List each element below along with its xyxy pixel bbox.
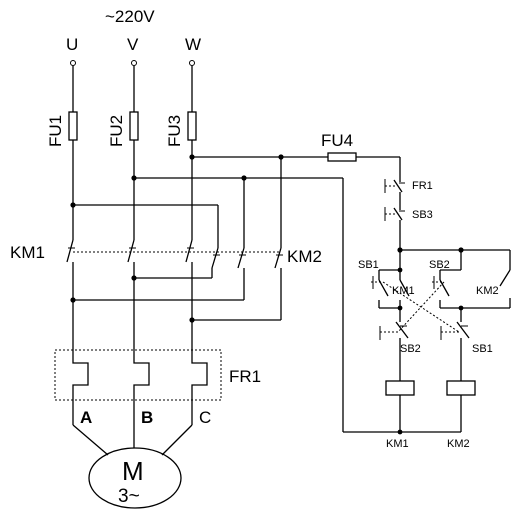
terminal-v (131, 60, 137, 66)
km2-input-wiring (73, 204, 219, 248)
km2-label: KM2 (287, 247, 322, 266)
km1-label: KM1 (10, 243, 45, 262)
control-sb1-top-label: SB1 (358, 259, 379, 271)
overload-fr1-label: FR1 (229, 367, 261, 386)
coil-km2-label: KM2 (447, 438, 470, 450)
fuse-fu3 (187, 111, 197, 141)
control-supply-wire (134, 156, 461, 433)
phase-w-label: W (185, 35, 201, 54)
supply-voltage-label: ~220V (105, 7, 155, 26)
control-km1-branch (378, 250, 410, 381)
control-km1-aux-label: KM1 (392, 285, 415, 297)
junction-v-control (131, 175, 137, 181)
junction-control-km2-v (241, 175, 247, 181)
fuse-fu2 (129, 111, 139, 141)
fuse-fu1 (68, 111, 78, 141)
junction-control-km2 (278, 154, 284, 160)
motor-m (88, 447, 182, 509)
phase-u-label: U (66, 35, 78, 54)
coil-km1 (385, 380, 415, 396)
junction-km1-hold-top (397, 267, 403, 273)
terminal-w (189, 60, 195, 66)
junction-u-top (70, 202, 76, 208)
motor-terminal-b: B (141, 408, 153, 427)
terminal-u (70, 60, 76, 66)
junction-v-swap (131, 275, 137, 281)
junction-w-swap (189, 317, 195, 323)
motor-symbol: M (122, 456, 144, 486)
fuse-fu2-label: FU2 (107, 115, 126, 147)
control-sb2-top-label: SB2 (429, 259, 450, 271)
interlock-cross-2 (397, 281, 445, 333)
junction-coil-return (397, 429, 403, 435)
control-sb3-label: SB3 (412, 209, 433, 221)
coil-km1-label: KM1 (386, 438, 409, 450)
control-km2-branch (439, 250, 511, 381)
control-sb3-stop (384, 206, 405, 250)
fuse-fu3-label: FU3 (165, 115, 184, 147)
motor-terminal-c: C (199, 408, 211, 427)
motor-type: 3~ (118, 486, 140, 507)
motor-leads (72, 424, 193, 456)
coil-km2 (446, 380, 476, 396)
junction-u-swap (70, 297, 76, 303)
junction-km2-hold (458, 305, 464, 311)
fuse-fu4 (327, 152, 357, 162)
control-sb1-bottom-label: SB1 (472, 343, 493, 355)
motor-terminal-a: A (80, 408, 92, 427)
phase-v-label: V (127, 35, 139, 54)
control-fr1-label: FR1 (412, 180, 433, 192)
fuse-fu1-label: FU1 (46, 115, 65, 147)
overload-fr1-box (54, 349, 222, 401)
junction-km1-hold-bottom (397, 305, 403, 311)
junction-w-control (189, 154, 195, 160)
control-fr1-contact (384, 176, 405, 206)
km2-output-wiring (73, 268, 282, 321)
fuse-fu4-label: FU4 (321, 131, 353, 150)
overload-fr1-elements (72, 350, 208, 425)
km1-main-contacts (66, 239, 194, 263)
control-km2-aux-label: KM2 (476, 285, 499, 297)
control-sb2-bottom-label: SB2 (400, 343, 421, 355)
km2-main-contacts (211, 247, 283, 269)
